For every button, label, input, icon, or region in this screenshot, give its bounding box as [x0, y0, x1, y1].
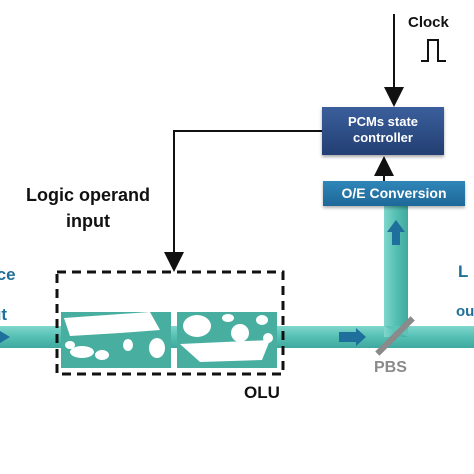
forward-arrow-icon: [339, 328, 366, 346]
pcm-state-controller: PCMs state controller: [322, 107, 444, 155]
source-text-line-2: ut: [0, 305, 8, 324]
controller-line-2: controller: [353, 130, 413, 145]
olu-label: OLU: [244, 383, 280, 402]
olu-cell-1: [61, 312, 171, 368]
oe-conversion-box: O/E Conversion: [323, 181, 465, 206]
olu-cell-2: [177, 312, 277, 368]
pbs-splitter: [375, 316, 415, 356]
logic-label-line-1: Logic operand: [26, 185, 151, 205]
clock-label: Clock: [408, 14, 449, 31]
logic-label-line-2: input: [66, 211, 110, 231]
up-arrow-icon: [387, 220, 405, 245]
pbs-label: PBS: [374, 359, 407, 376]
olu-dashed-box: [55, 270, 285, 376]
right-text-line-2: ou: [456, 303, 474, 320]
source-arrow-icon: [0, 331, 10, 343]
logic-operand-label: Logic operand input: [26, 182, 150, 234]
right-text-line-1: L: [458, 262, 469, 281]
source-text-line-1: rce: [0, 265, 16, 284]
controller-line-1: PCMs state: [347, 114, 419, 129]
clock-pulse-icon: [421, 39, 446, 62]
logic-input-line: [164, 130, 322, 272]
